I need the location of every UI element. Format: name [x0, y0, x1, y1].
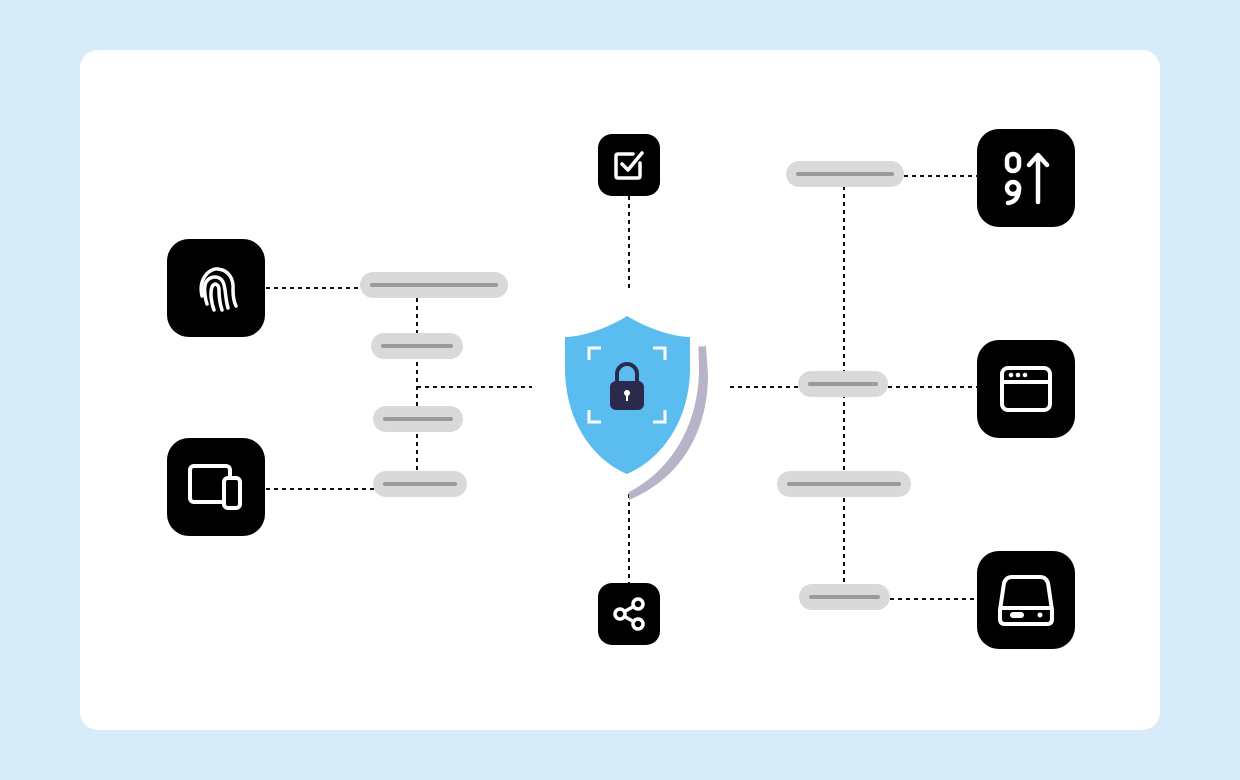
fingerprint-icon: [199, 267, 238, 312]
checkbox-icon: [614, 151, 644, 180]
browser-window-tile: [977, 340, 1075, 438]
connector-lines: [266, 175, 978, 600]
storage-drive-tile: [977, 551, 1075, 649]
storage-drive-icon: [998, 575, 1054, 626]
share-tile: [598, 583, 660, 645]
sort-numeric-tile: [977, 129, 1075, 227]
devices-icon: [188, 464, 242, 510]
browser-window-icon: [1000, 366, 1052, 412]
label-pill: [777, 471, 911, 497]
label-pill: [371, 333, 463, 359]
sort-numeric-icon: [1004, 151, 1050, 206]
label-pill: [360, 272, 508, 298]
label-pill: [373, 406, 463, 432]
placeholder-labels: [360, 161, 911, 610]
share-icon: [613, 597, 645, 631]
devices-tile: [167, 438, 265, 536]
checkbox-tile: [598, 134, 660, 196]
shield-lock-icon: [559, 312, 708, 500]
label-pill: [786, 161, 904, 187]
label-pill: [799, 584, 890, 610]
label-pill: [373, 471, 467, 497]
fingerprint-tile: [167, 239, 265, 337]
label-pill: [798, 371, 888, 397]
